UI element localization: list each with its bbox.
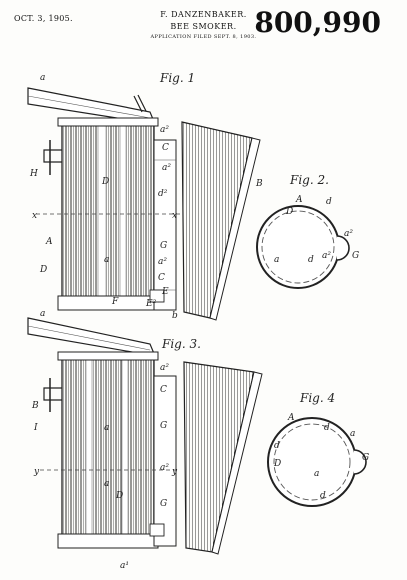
- fig1-label: D: [101, 177, 109, 187]
- fig1-label: C: [158, 273, 165, 283]
- filing-date: APPLICATION FILED SEPT. 8, 1903.: [150, 34, 257, 40]
- fig2-caption: Fig. 2.: [289, 173, 329, 187]
- fig1-caption: Fig. 1: [159, 71, 195, 85]
- fig2-label: a: [274, 255, 279, 265]
- fig3-label: B: [31, 401, 39, 411]
- invention-title: BEE SMOKER.: [170, 22, 237, 31]
- fig1-label: a²: [158, 257, 167, 267]
- fig1-label: H: [29, 169, 38, 179]
- fig2-label: a²: [344, 229, 353, 239]
- fig3-label: D: [115, 491, 123, 501]
- figure-4: Fig. 4 d a A d D a d G: [267, 391, 369, 507]
- figure-2: Fig. 2. A d D a d a² a² G: [256, 173, 359, 289]
- fig1-label: F: [111, 297, 119, 307]
- figure-1: Fig. 1 a a² C a² B H D x x A D d² G a a²…: [27, 71, 263, 321]
- fig3-label: y: [171, 467, 178, 477]
- fig2-label: d: [326, 197, 332, 207]
- fig3-label: a²: [160, 363, 169, 373]
- fig2-label: D: [285, 207, 293, 217]
- figure-3: Fig. 3. a a² C B I a G y y a D a² G a¹: [27, 309, 263, 571]
- fig4-label: G: [362, 453, 369, 463]
- fig3-label: a: [104, 479, 109, 489]
- fig1-label: a: [104, 255, 109, 265]
- fig1-label: B: [255, 179, 263, 189]
- patent-number: 800,990: [254, 6, 381, 39]
- fig1-label: E: [161, 287, 169, 297]
- fig3-label: G: [160, 499, 167, 509]
- fig4-label: d: [324, 423, 330, 433]
- inventor-name: F. DANZENBAKER.: [160, 10, 247, 19]
- fig3-label: y: [33, 467, 40, 477]
- fig3-caption: Fig. 3.: [161, 337, 201, 351]
- fig4-label: D: [273, 459, 281, 469]
- fig1-label: d²: [158, 189, 168, 199]
- patent-date: OCT. 3, 1905.: [14, 14, 73, 23]
- fig3-label: a¹: [120, 561, 129, 571]
- fig4-label: a: [350, 429, 355, 439]
- fig1-label: A: [45, 237, 53, 247]
- fig1-label: a: [40, 73, 45, 83]
- fig1-label: a²: [160, 125, 169, 135]
- fig4-label: a: [314, 469, 319, 479]
- fig2-label: A: [295, 195, 303, 205]
- fig3-label: I: [33, 423, 38, 433]
- fig4-label: A: [287, 413, 295, 423]
- fig1-label: b: [172, 311, 178, 321]
- fig3-label: a: [104, 423, 109, 433]
- fig4-label: d: [274, 441, 280, 451]
- fig2-label: a²: [322, 251, 331, 261]
- fig1-label: D: [39, 265, 47, 275]
- fig1-label: C: [162, 143, 169, 153]
- fig2-label: G: [352, 251, 359, 261]
- fig3-label: a: [40, 309, 45, 319]
- fig2-label: d: [308, 255, 314, 265]
- fig1-label: a²: [162, 163, 171, 173]
- fig1-label: E²: [145, 299, 157, 309]
- fig4-caption: Fig. 4: [299, 391, 335, 405]
- fig1-label: x: [172, 211, 177, 221]
- fig3-label: a²: [160, 463, 169, 473]
- fig1-label: x: [32, 211, 37, 221]
- fig1-label: G: [160, 241, 167, 251]
- fig4-label: d: [320, 491, 326, 501]
- fig3-label: C: [160, 385, 167, 395]
- fig3-label: G: [160, 421, 167, 431]
